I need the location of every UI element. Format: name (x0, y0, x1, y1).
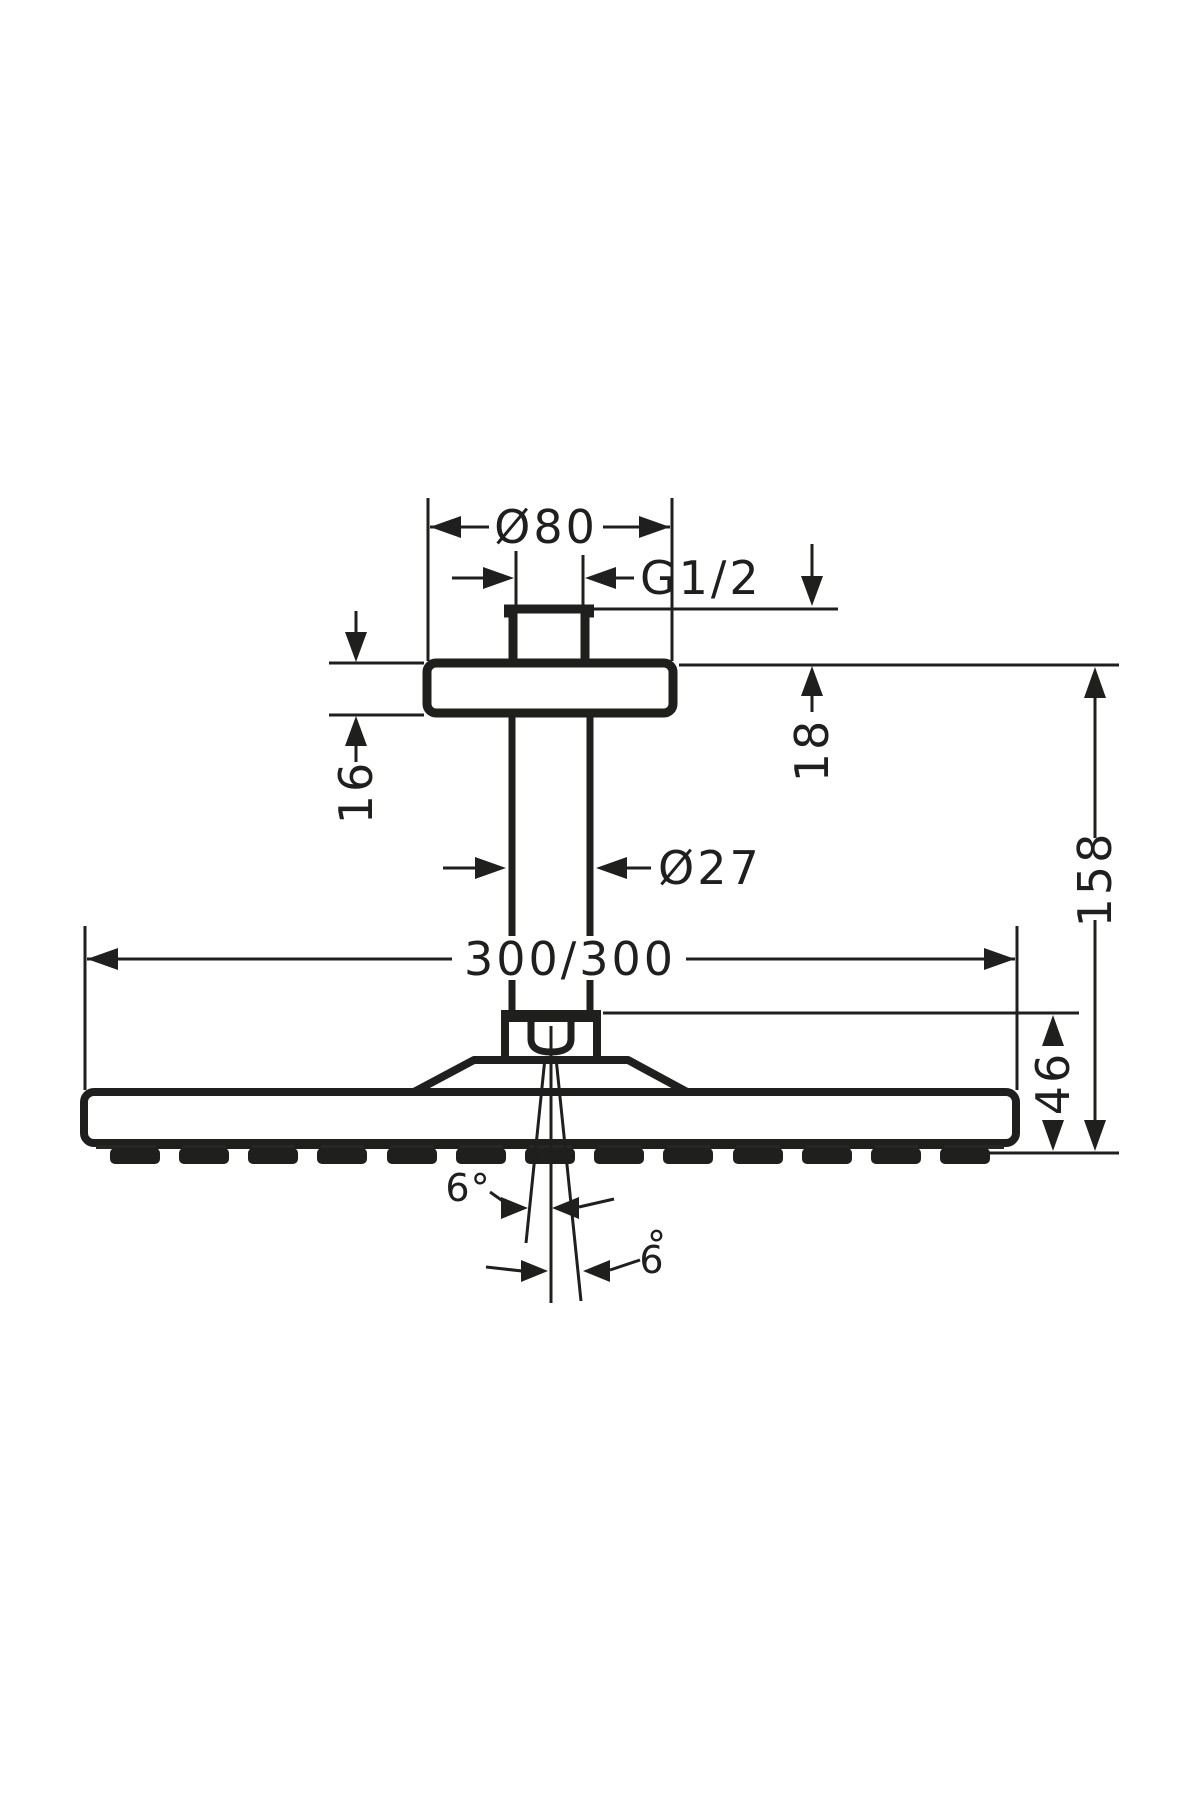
nozzle-dash (503, 1144, 529, 1149)
nozzle-dash (226, 1144, 252, 1149)
dimension-label-spray-angle-right-degree: ° (647, 1223, 667, 1267)
dimension-label-flange-diameter: Ø80 (494, 500, 598, 554)
dimension-label-overall-height: 158 (1068, 831, 1122, 928)
arrowhead-up (1084, 667, 1106, 698)
nozzle (248, 1148, 298, 1164)
nozzle (179, 1148, 229, 1164)
nozzle (387, 1148, 437, 1164)
nozzle-dash (641, 1144, 667, 1149)
dimension-label-flange-thickness: 16 (329, 760, 383, 825)
leader-line (485, 1265, 523, 1273)
connector-body (508, 604, 590, 668)
arrowhead-right (483, 567, 514, 589)
arrowhead-left (583, 1260, 610, 1282)
shower-object (80, 604, 1020, 1303)
dimension-label-spray-angle-left: 6° (445, 1166, 490, 1210)
arrowhead-down (345, 632, 367, 662)
dimension-flange-thickness: 16 (329, 611, 424, 824)
nozzle (663, 1148, 713, 1164)
arrowhead-right (521, 1260, 548, 1282)
nozzle (594, 1148, 644, 1164)
dimension-spray-angle-left: 6° (445, 1166, 615, 1219)
nozzle-dash (295, 1144, 321, 1149)
nozzle-dash (710, 1144, 736, 1149)
nozzle-dash (156, 1144, 182, 1149)
dimension-overall-height: 158 (679, 663, 1122, 1155)
arrowhead-left (585, 567, 616, 589)
arrowhead-left (596, 857, 627, 879)
nozzle (940, 1148, 990, 1164)
drop-pipe (508, 713, 594, 1013)
arrowhead-right (984, 948, 1015, 970)
spray-line-right (554, 1057, 583, 1302)
arrowhead-left (430, 516, 461, 538)
arrowhead-down (1042, 1120, 1064, 1151)
arrowhead-left (87, 948, 118, 970)
dimension-label-head-height: 46 (1026, 1051, 1080, 1116)
dimension-flange-diameter: Ø80 (426, 498, 674, 661)
dimension-connector-height: 18 (785, 544, 839, 782)
nozzle (110, 1148, 160, 1164)
nozzle-dash (918, 1144, 944, 1149)
arrowhead-down (1084, 1120, 1106, 1151)
dimension-head-height: 46 (603, 1011, 1080, 1151)
nozzle-dash (780, 1144, 806, 1149)
leader-line (578, 1197, 615, 1209)
arrowhead-right (501, 1197, 528, 1219)
dimension-thread-size: G1/2 (452, 551, 762, 606)
dimension-label-pipe-diameter: Ø27 (658, 841, 762, 895)
nozzle (802, 1148, 852, 1164)
arrowhead-down (801, 576, 823, 606)
dimension-label-spray-angle-right: 6 (639, 1238, 664, 1282)
dimension-spray-angle-right: ° 6 (485, 1223, 667, 1282)
arrowhead-right (639, 516, 670, 538)
nozzle (871, 1148, 921, 1164)
nozzle (733, 1148, 783, 1164)
ceiling-connector (504, 604, 594, 668)
dimension-label-thread-size: G1/2 (640, 551, 762, 605)
dimension-label-head-size: 300/300 (464, 932, 676, 986)
arrowhead-up (345, 716, 367, 746)
dimension-pipe-diameter: Ø27 (443, 841, 762, 895)
leader-line (609, 1258, 641, 1272)
arrowhead-up (801, 666, 823, 696)
arrowhead-right (475, 857, 506, 879)
nozzle-dash (572, 1144, 598, 1149)
nozzle (317, 1148, 367, 1164)
flange (422, 658, 678, 718)
nozzle-dash (849, 1144, 875, 1149)
dimension-label-connector-height: 18 (785, 718, 839, 783)
arrowhead-up (1042, 1015, 1064, 1046)
dimension-head-size: 300/300 (83, 926, 1019, 1090)
nozzle-dash (433, 1144, 459, 1149)
arrowhead-left (552, 1197, 579, 1219)
spray-lines (524, 1026, 583, 1303)
spray-line-left (524, 1057, 547, 1244)
nozzle-dash (364, 1144, 390, 1149)
nozzle (456, 1148, 506, 1164)
